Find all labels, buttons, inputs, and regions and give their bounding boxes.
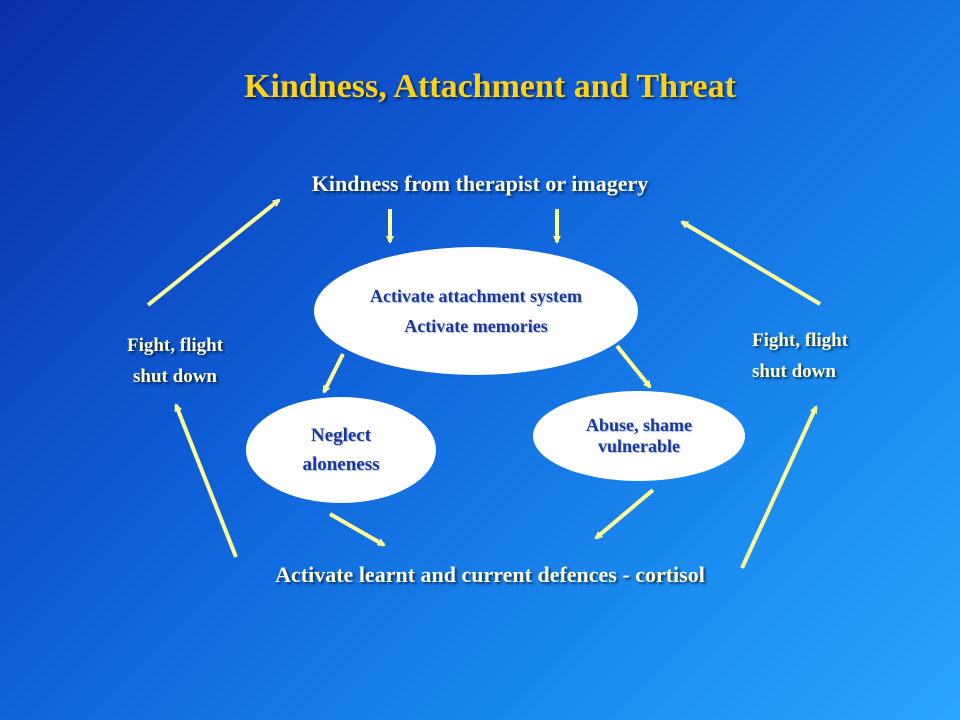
attachment-oval: Activate attachment system Activate memo… [314, 247, 638, 375]
abuse-oval: Abuse, shame vulnerable [533, 391, 745, 481]
abuse-oval-line1: Abuse, shame [585, 415, 692, 435]
defences-label: Activate learnt and current defences - c… [275, 562, 705, 587]
abuse-oval-line2: vulnerable [597, 436, 680, 456]
arrow-left-bottom-up [174, 403, 238, 558]
arrow-neglect-to-defences [329, 512, 386, 547]
arrow-attachment-to-neglect [322, 353, 345, 394]
left-side-line2: shut down [133, 366, 217, 387]
left-side-label: Fight, flight shut down [105, 330, 245, 392]
arrow-right-bottom-up [740, 405, 818, 569]
arrow-abuse-to-defences [594, 488, 655, 540]
neglect-oval: Neglect aloneness [246, 397, 436, 503]
attachment-oval-line1: Activate attachment system [370, 286, 582, 306]
right-side-label: Fight, flight shut down [752, 325, 892, 387]
right-side-line1: Fight, flight [752, 330, 849, 351]
kindness-label: Kindness from therapist or imagery [311, 171, 649, 196]
arrow-attachment-to-abuse [615, 344, 652, 389]
right-side-line2: shut down [752, 361, 836, 382]
attachment-oval-line2: Activate memories [404, 316, 548, 336]
slide-title: Kindness, Attachment and Threat [244, 68, 736, 105]
neglect-oval-line2: aloneness [302, 454, 380, 475]
neglect-oval-line1: Neglect [310, 425, 372, 446]
arrow-right-side-up [680, 220, 822, 306]
arrow-left-side-up [146, 198, 281, 307]
left-side-line1: Fight, flight [126, 335, 224, 356]
